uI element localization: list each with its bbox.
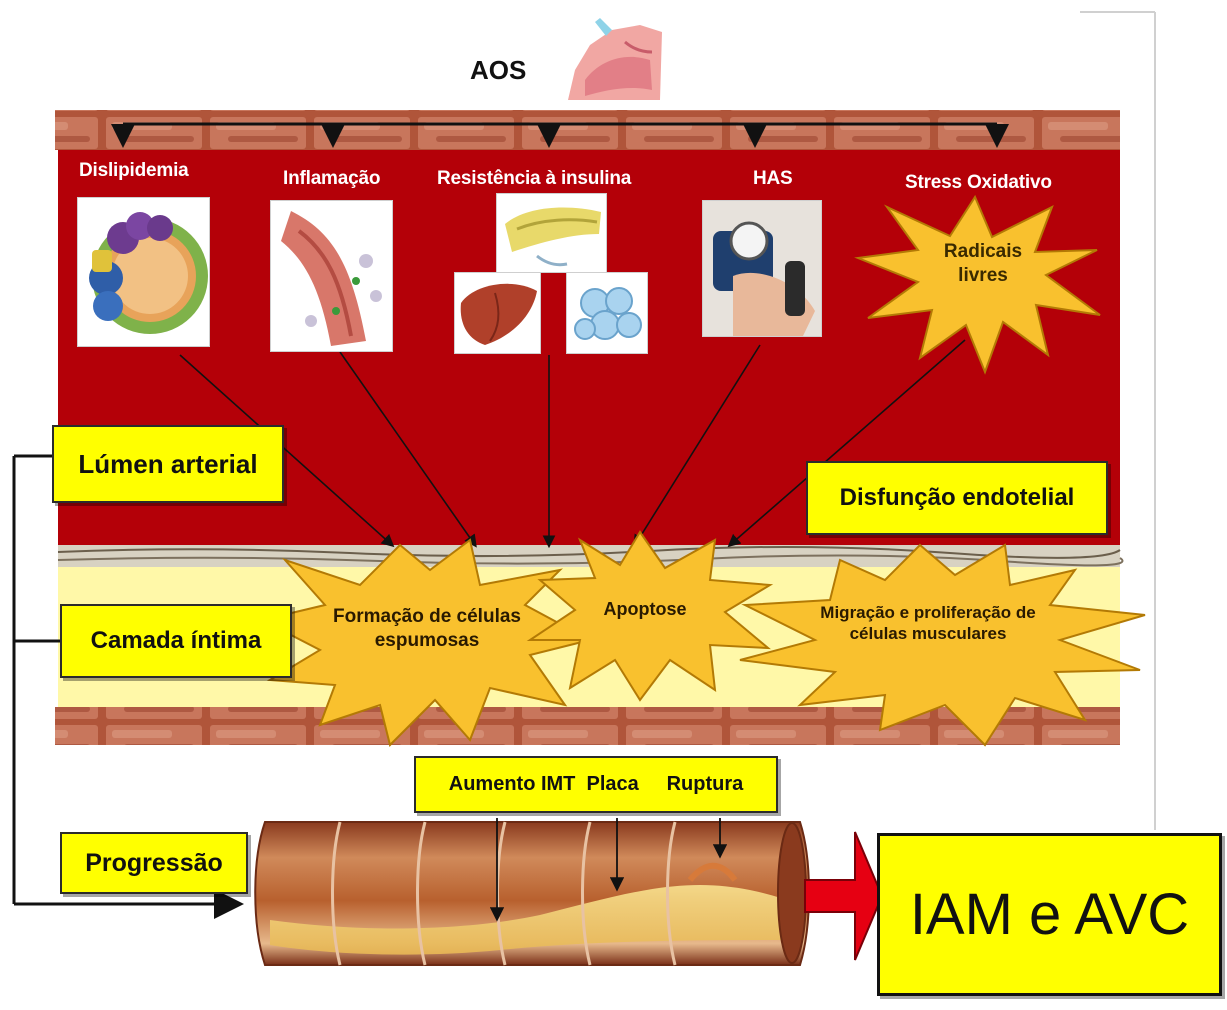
radicals-label: Radicais livres — [928, 240, 1038, 288]
vessel-wall-top — [55, 110, 1120, 150]
lumen-label: Lúmen arterial — [52, 425, 284, 503]
liver-icon — [454, 272, 541, 354]
factor-label-has: HAS — [753, 168, 793, 190]
lipoprotein-icon — [77, 197, 210, 347]
outcome-box: IAM e AVC — [877, 833, 1222, 996]
airway-head-icon — [568, 18, 662, 100]
endothelial-dysfunction-label: Disfunção endotelial — [806, 461, 1108, 535]
migration-label: Migração e proliferação de células muscu… — [808, 602, 1048, 645]
progression-label: Progressão — [60, 832, 248, 894]
outcome-arrow — [805, 832, 882, 960]
artery-progression-tube — [255, 822, 809, 965]
blood-pressure-icon — [702, 200, 822, 337]
aos-title: AOS — [470, 55, 526, 86]
intima-label: Camada íntima — [60, 604, 292, 678]
apoptosis-label: Apoptose — [600, 598, 690, 621]
stages-label: Aumento IMT Placa Ruptura — [414, 756, 778, 813]
fat-cells-icon — [566, 272, 648, 354]
factor-label-oxidative-stress: Stress Oxidativo — [905, 172, 1052, 194]
factor-label-inflammation: Inflamação — [283, 168, 380, 190]
foam-cells-label: Formação de células espumosas — [322, 605, 532, 653]
pancreas-icon — [496, 193, 607, 273]
factor-label-dyslipidemia: Dislipidemia — [79, 160, 189, 182]
factor-label-insulin-resistance: Resistência à insulina — [437, 168, 631, 190]
inflamed-vessel-icon — [270, 200, 393, 352]
